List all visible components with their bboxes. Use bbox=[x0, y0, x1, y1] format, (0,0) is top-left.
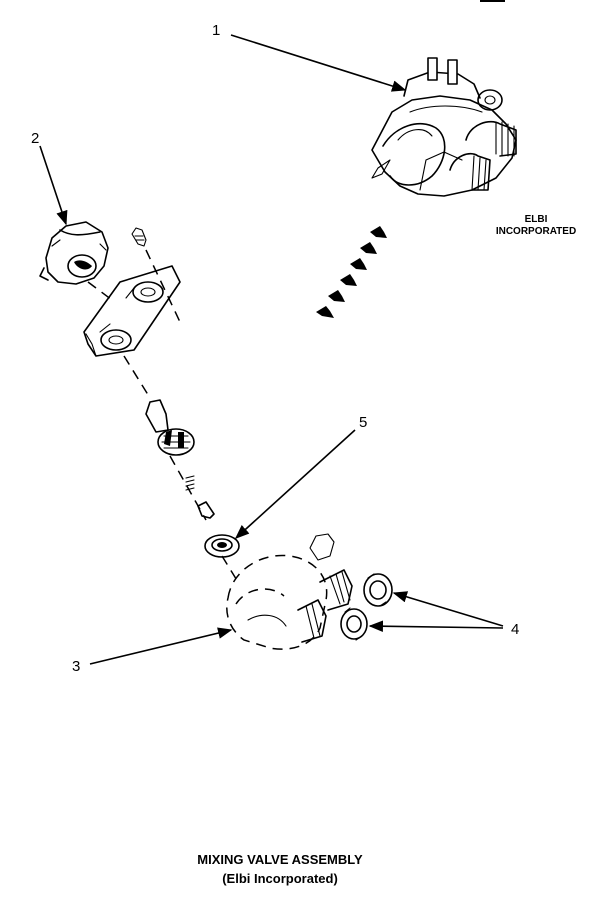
callout-4: 4 bbox=[511, 621, 519, 638]
assembled-valve-part-1 bbox=[371, 57, 517, 197]
callout-3: 3 bbox=[72, 658, 80, 675]
callout-2: 2 bbox=[31, 130, 39, 147]
explode-direction-arrows bbox=[316, 226, 387, 318]
manufacturer-note-line1: ELBI bbox=[525, 214, 548, 225]
spring bbox=[185, 475, 195, 491]
manufacturer-note-line2: INCORPORATED bbox=[496, 226, 576, 237]
caption-subtitle: (Elbi Incorporated) bbox=[222, 871, 338, 886]
callout-5: 5 bbox=[359, 414, 367, 431]
plunger bbox=[145, 399, 169, 433]
plunger-pin bbox=[197, 501, 215, 519]
solenoid-coil-part-2 bbox=[39, 221, 109, 285]
valve-body-part-3 bbox=[226, 533, 353, 650]
screw bbox=[131, 227, 147, 247]
caption-title: MIXING VALVE ASSEMBLY bbox=[197, 852, 363, 867]
valve-bracket-plate bbox=[83, 265, 181, 357]
inlet-washers-part-4 bbox=[340, 573, 393, 641]
leader-lines bbox=[39, 34, 504, 665]
plunger-spring-guide bbox=[157, 428, 195, 456]
diaphragm-part-5 bbox=[204, 534, 240, 558]
callout-1: 1 bbox=[212, 22, 220, 39]
alignment-lines bbox=[87, 249, 239, 583]
